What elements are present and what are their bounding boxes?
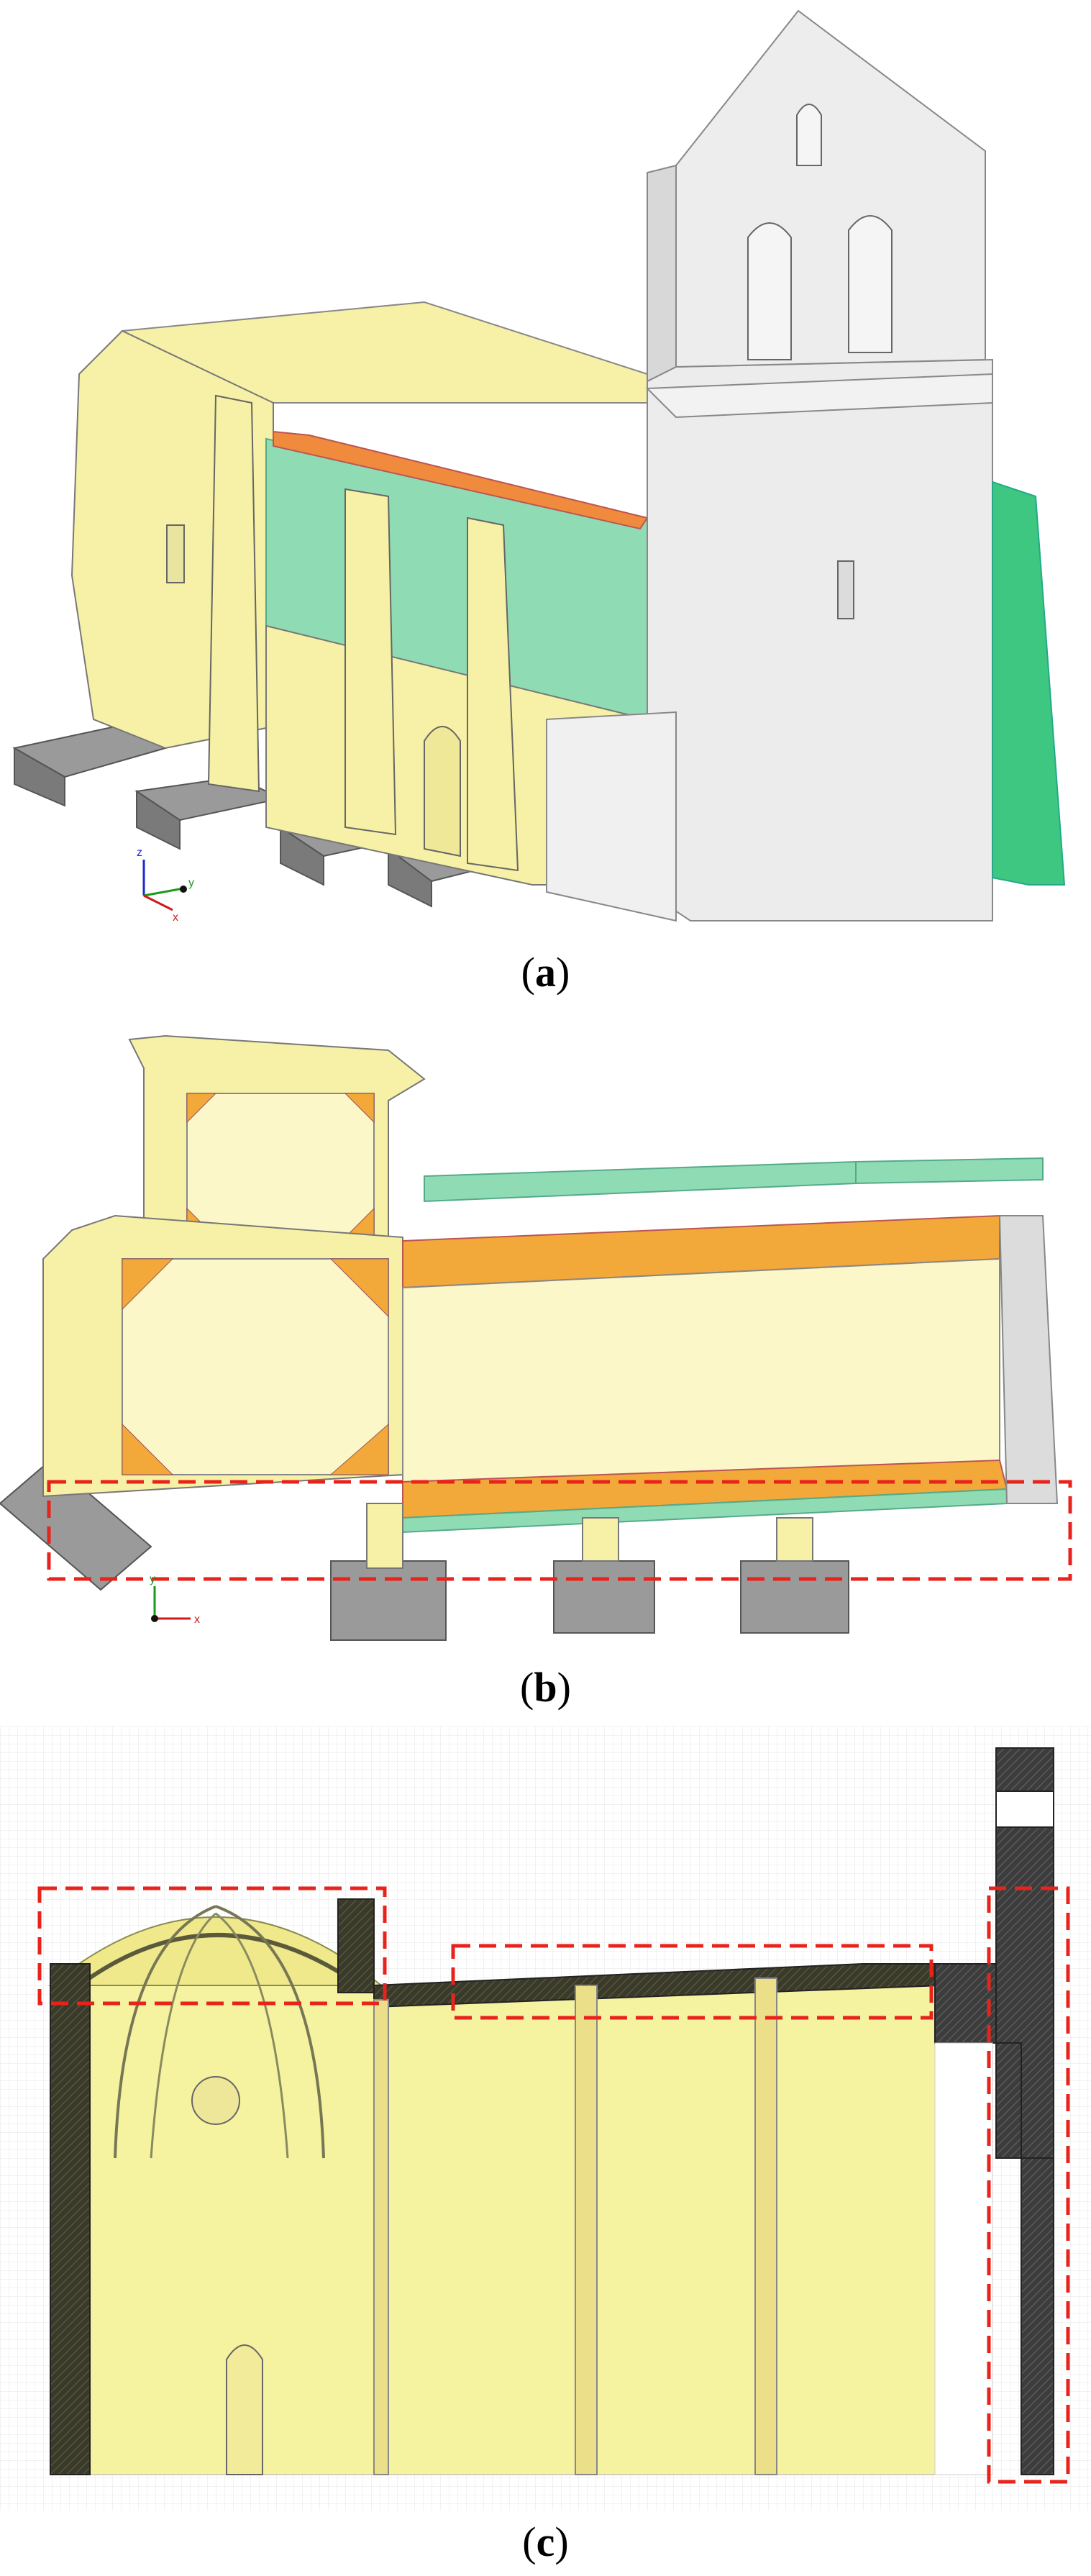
- highlight-box: [37, 1886, 387, 2006]
- apse-corner-vault: [122, 1423, 174, 1475]
- buttress-stub: [366, 1503, 403, 1569]
- nave-green-strip: [424, 1160, 857, 1203]
- foundation-block: [280, 826, 324, 886]
- apse-interior: [122, 1258, 389, 1475]
- foundation-block: [740, 1560, 849, 1634]
- bell-tower-side: [647, 164, 677, 383]
- belfry-opening: [848, 215, 893, 353]
- tower-upper-section: [995, 1747, 1054, 1792]
- nave-pillar: [575, 1985, 598, 2475]
- buttress: [467, 516, 519, 872]
- tower-corner-vault: [186, 1093, 217, 1124]
- axis-label-y: y: [188, 877, 194, 889]
- nave-roof-body: [402, 1257, 1000, 1483]
- apse-corner-vault: [329, 1423, 389, 1475]
- highlight-box: [987, 1886, 1070, 2484]
- belfry-opening: [796, 104, 822, 166]
- vault-rib: [150, 1912, 216, 2159]
- oculus: [191, 2076, 240, 2125]
- tower-cornice: [645, 373, 993, 419]
- door-arch: [424, 726, 461, 857]
- buttress: [207, 394, 260, 793]
- vault-rib: [215, 1905, 325, 2159]
- buttress-stub: [776, 1517, 813, 1562]
- foundation-block: [388, 847, 432, 908]
- buttress-stub: [582, 1517, 619, 1562]
- door-arch: [226, 2344, 263, 2475]
- panel-a-3d-view: z y x: [0, 0, 1091, 942]
- nave-east-wall: [998, 1215, 1059, 1504]
- bell-tower: [647, 358, 993, 921]
- tower-corner-vault: [344, 1093, 375, 1124]
- tower-opening: [995, 1790, 1054, 1828]
- foundation-block: [553, 1560, 655, 1634]
- vault-rib: [114, 1905, 216, 2159]
- axis-label-z: z: [137, 847, 142, 859]
- panel-b-plan-view: y x: [0, 1000, 1091, 1647]
- buttress: [344, 488, 397, 836]
- axis-triad: y x: [150, 1573, 200, 1626]
- foundation-block: [14, 747, 65, 807]
- foundation-block: [330, 1560, 447, 1641]
- nave-section-fill: [50, 1985, 950, 2475]
- tower-slit-window: [837, 560, 854, 619]
- axis-label-y: y: [150, 1573, 155, 1585]
- tower-interior: [186, 1093, 375, 1238]
- apse-corner-vault: [329, 1258, 389, 1318]
- tower-lower-block: [546, 711, 677, 922]
- axis-label-x: x: [194, 1614, 200, 1626]
- nave-green-strip: [855, 1157, 1044, 1185]
- belfry-opening: [747, 222, 792, 360]
- church-plan-view: y x: [0, 1034, 1072, 1641]
- highlight-box: [451, 1944, 933, 2020]
- church-3d-model: z y x: [12, 9, 1066, 924]
- apse-arch-pier: [337, 1898, 375, 1993]
- axis-triad: z y x: [137, 847, 194, 924]
- panel-c-section-view: [0, 1726, 1091, 2511]
- caption-b: (b): [520, 1664, 571, 1711]
- church-section-view: [0, 1726, 1091, 2511]
- tower-side-wall-green: [992, 481, 1066, 886]
- foundation-block: [0, 1459, 152, 1591]
- west-wall-section: [50, 1963, 91, 2475]
- axis-label-x: x: [173, 911, 178, 924]
- highlight-box: [47, 1480, 1072, 1581]
- vault-rib: [78, 1933, 361, 1988]
- window-slot: [166, 524, 185, 583]
- caption-c: (c): [522, 2518, 569, 2565]
- vault-rib: [215, 1912, 289, 2159]
- apse-corner-vault: [122, 1258, 174, 1311]
- bell-tower-gable: [675, 9, 986, 368]
- nave-pillar: [373, 1999, 389, 2475]
- tower-lower-wall: [934, 2042, 993, 2475]
- nave-pillar: [754, 1977, 777, 2475]
- foundation-block: [136, 790, 181, 850]
- caption-a: (a): [521, 949, 570, 996]
- roof-beam-strip: [273, 430, 649, 530]
